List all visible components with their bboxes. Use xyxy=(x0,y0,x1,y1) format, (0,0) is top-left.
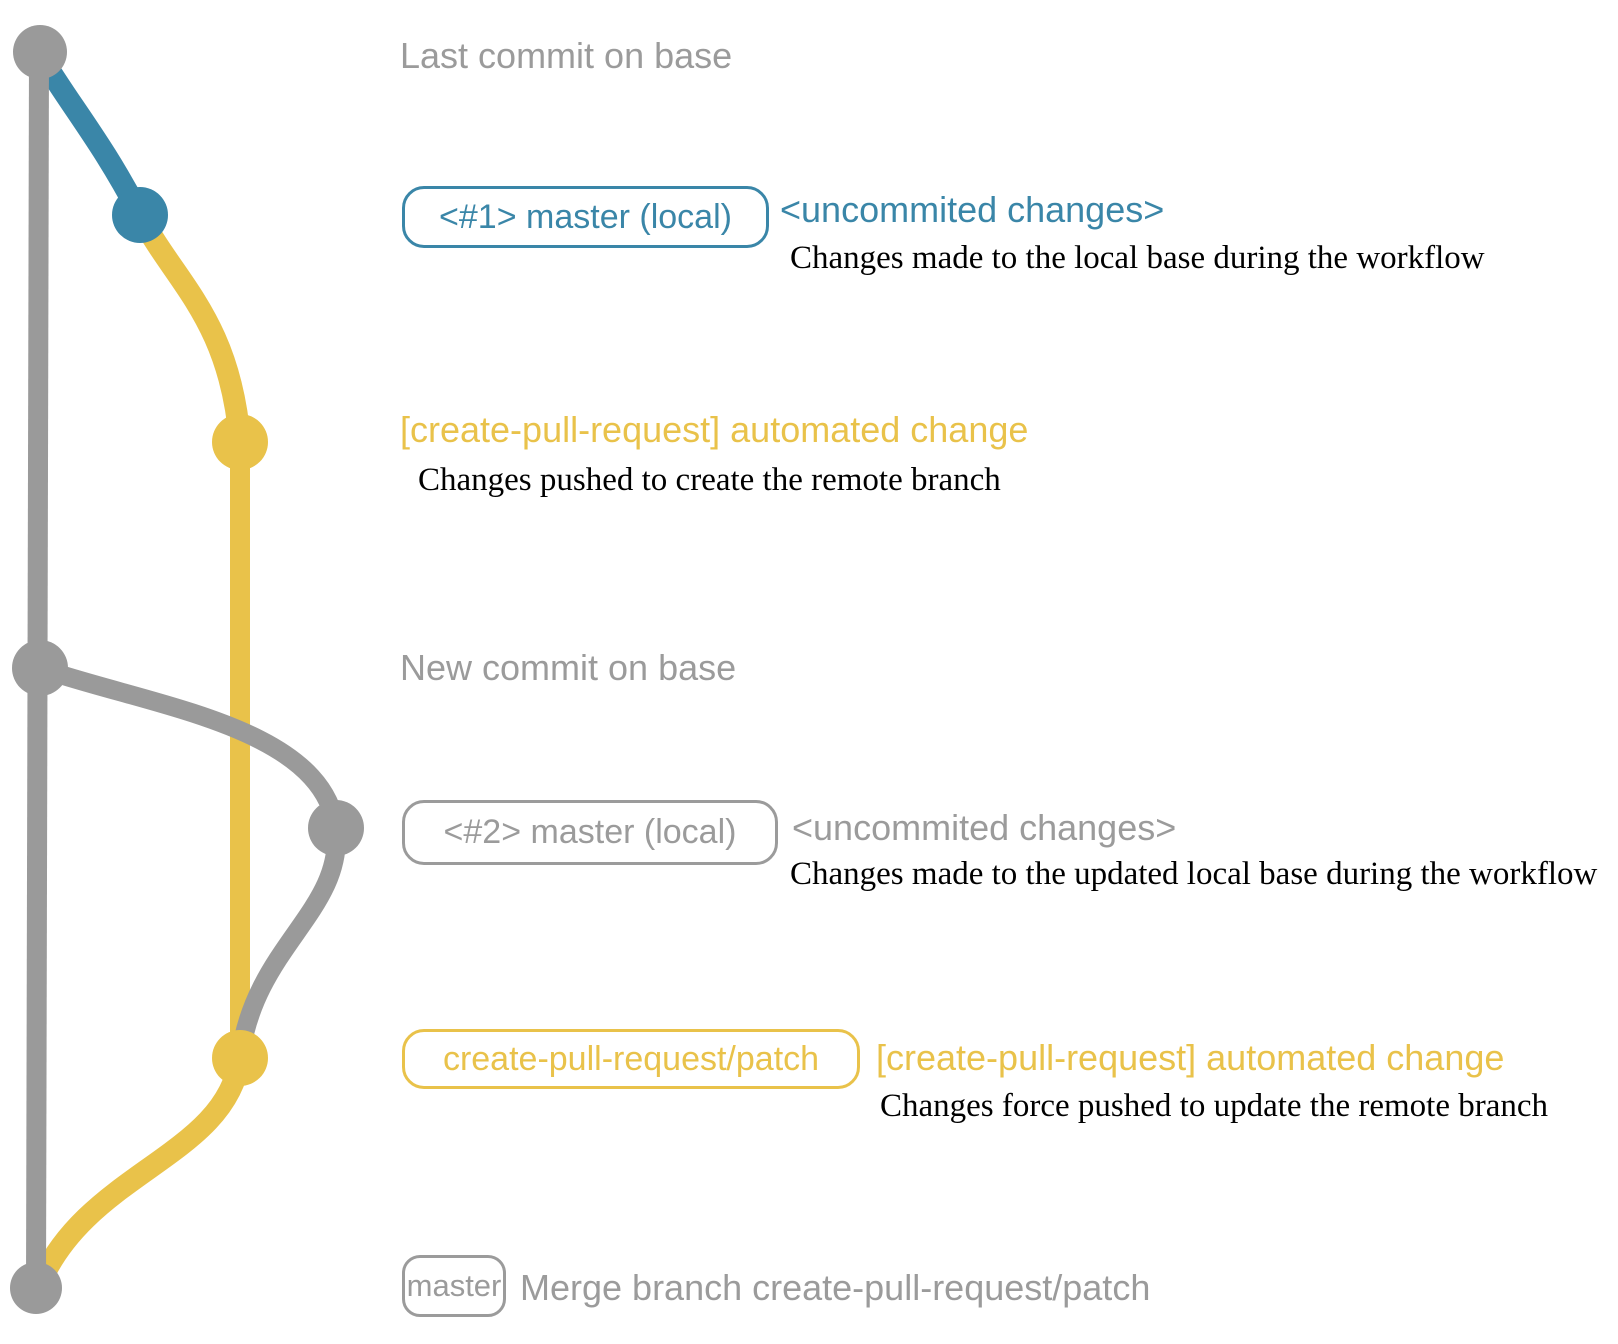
branch-badge-master: master xyxy=(402,1255,506,1317)
commit-message-local-2: <uncommited changes> xyxy=(792,807,1177,848)
new-commit-label: New commit on base xyxy=(400,647,737,688)
commit-node-merge xyxy=(10,1262,62,1314)
patch-to-merge-curve xyxy=(27,1056,251,1293)
commit-message-patch-2: [create-pull-request] automated change xyxy=(876,1037,1505,1078)
commit-message-local-1: <uncommited changes> xyxy=(780,189,1165,230)
local2-to-patch-curve xyxy=(230,827,346,1060)
commit-node-base-new xyxy=(12,640,68,696)
commit-node-patch-1 xyxy=(212,414,268,470)
branch-badge-patch: create-pull-request/patch xyxy=(402,1029,860,1089)
commit-note-local-1: Changes made to the local base during th… xyxy=(790,240,1485,276)
commit-message-patch-1: [create-pull-request] automated change xyxy=(400,409,1029,450)
commit-node-base-last xyxy=(13,25,67,79)
commit-note-patch-2: Changes force pushed to update the remot… xyxy=(880,1088,1549,1124)
branch-badge-local-master-2: <#2> master (local) xyxy=(402,800,778,865)
base-to-local2-curve xyxy=(36,659,346,830)
commit-node-local-2 xyxy=(308,800,364,856)
local1-to-patch-curve xyxy=(130,209,251,443)
commit-node-patch-2 xyxy=(212,1030,268,1086)
branch-badge-local-master-1: <#1> master (local) xyxy=(402,186,769,248)
last-commit-label: Last commit on base xyxy=(400,35,733,76)
commit-message-merge: Merge branch create-pull-request/patch xyxy=(520,1267,1151,1308)
base-to-local1-curve xyxy=(30,49,150,221)
commit-node-local-1 xyxy=(112,187,168,243)
commit-note-patch-1: Changes pushed to create the remote bran… xyxy=(418,462,1001,498)
commit-note-local-2: Changes made to the updated local base d… xyxy=(790,856,1598,892)
